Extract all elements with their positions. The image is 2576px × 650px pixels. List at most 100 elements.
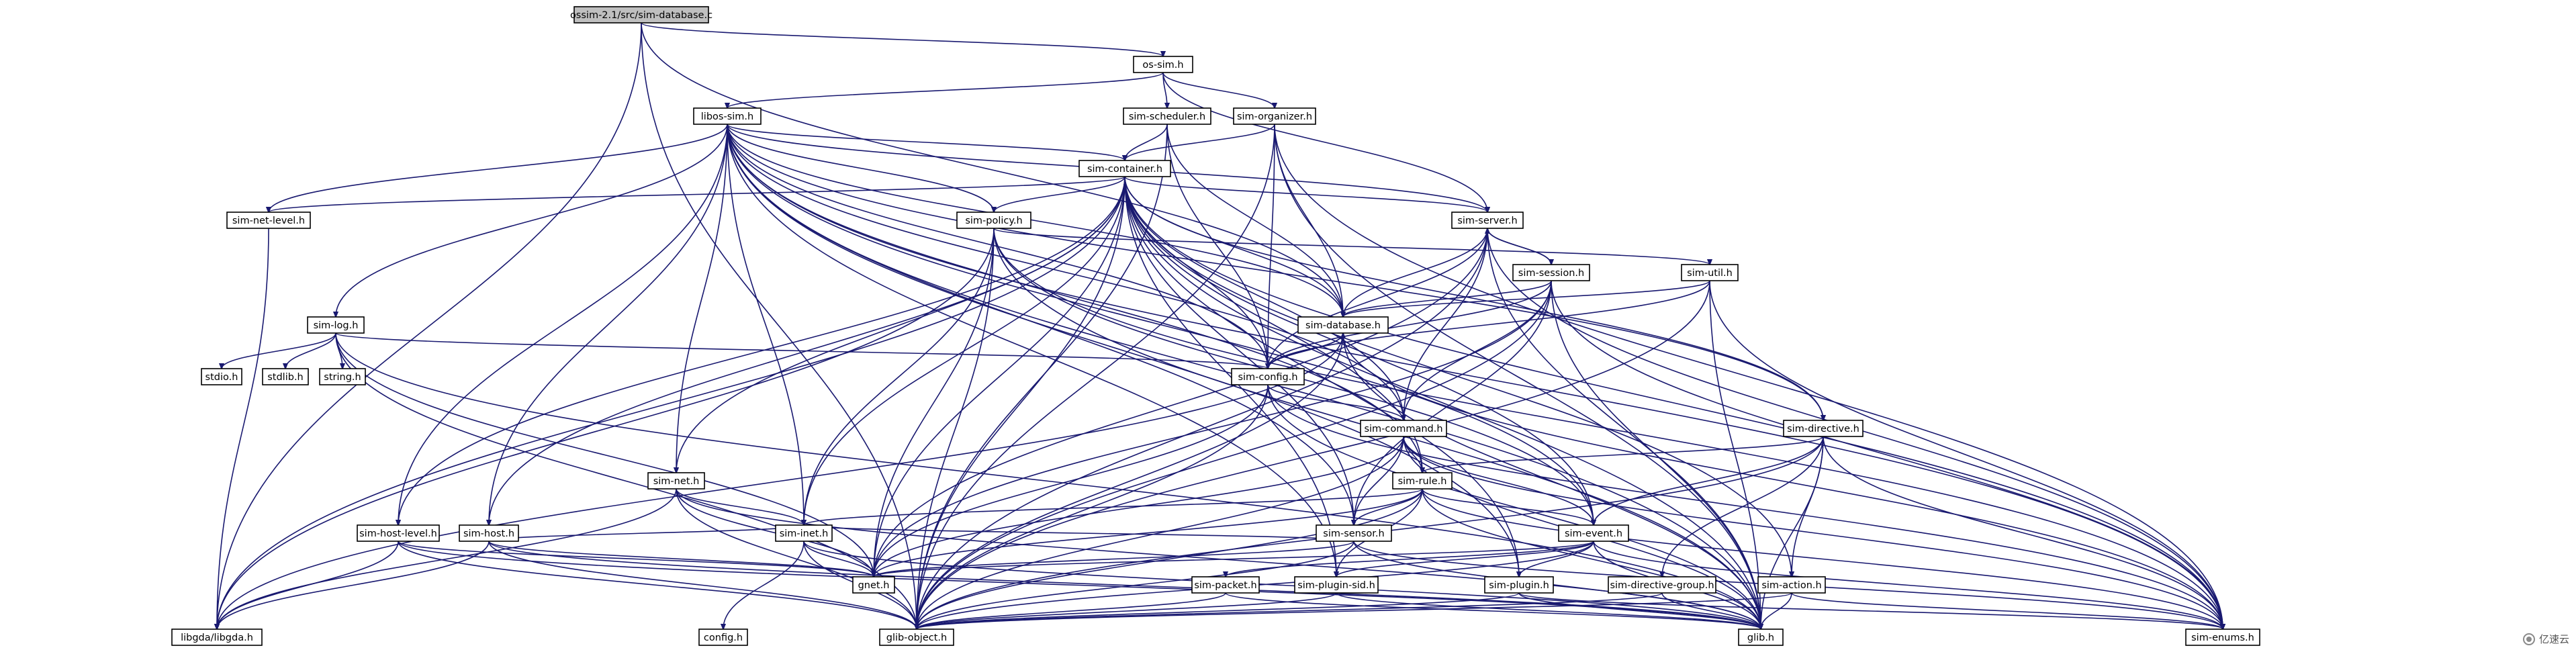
- node-log[interactable]: sim-log.h: [307, 316, 365, 334]
- node-libgda-box: [171, 629, 263, 646]
- edge-container-to-gnet: [874, 176, 1125, 577]
- node-stdio-box: [201, 368, 242, 385]
- edge-libossim-to-database: [727, 124, 1343, 317]
- edge-config-to-command: [1267, 384, 1404, 420]
- dependency-edges: [217, 22, 2223, 629]
- node-sensor[interactable]: sim-sensor.h: [1316, 524, 1392, 542]
- edge-log-to-config: [335, 332, 1268, 369]
- edge-packet-to-glib: [1225, 592, 1761, 629]
- edge-net-to-inet: [676, 488, 804, 525]
- node-policy[interactable]: sim-policy.h: [956, 212, 1031, 229]
- edge-action-to-globject: [917, 592, 1792, 629]
- node-libossim-label: libos-sim.h: [701, 111, 753, 122]
- node-rule-label: sim-rule.h: [1398, 476, 1447, 487]
- node-organizer[interactable]: sim-organizer.h: [1233, 107, 1316, 125]
- node-session[interactable]: sim-session.h: [1512, 264, 1590, 281]
- node-dirgroup-box: [1608, 576, 1716, 594]
- node-pluginsid[interactable]: sim-plugin-sid.h: [1294, 576, 1379, 594]
- edge-libossim-to-rule: [727, 124, 1422, 473]
- node-container[interactable]: sim-container.h: [1078, 160, 1171, 177]
- node-string[interactable]: string.h: [319, 368, 366, 385]
- node-enums[interactable]: sim-enums.h: [2185, 629, 2260, 646]
- brand-logo-icon: [2522, 633, 2535, 645]
- node-container-box: [1078, 160, 1171, 177]
- edge-server-to-config: [1268, 228, 1488, 369]
- edge-libossim-to-enums: [727, 124, 2223, 629]
- node-command[interactable]: sim-command.h: [1360, 420, 1447, 437]
- node-configh[interactable]: config.h: [698, 629, 748, 646]
- node-command-box: [1360, 420, 1447, 437]
- node-glib[interactable]: glib.h: [1738, 629, 1784, 646]
- node-config[interactable]: sim-config.h: [1231, 368, 1305, 385]
- edge-pluginsid-to-globject: [917, 592, 1337, 629]
- node-command-label: sim-command.h: [1364, 424, 1442, 434]
- edge-net-to-libgda: [217, 488, 677, 629]
- node-event-label: sim-event.h: [1565, 528, 1622, 539]
- node-hostlevel-box: [357, 524, 440, 542]
- node-gnet[interactable]: gnet.h: [852, 576, 895, 594]
- edge-organizer-to-database: [1274, 124, 1343, 317]
- node-plugin[interactable]: sim-plugin.h: [1484, 576, 1554, 594]
- node-policy-box: [956, 212, 1031, 229]
- node-stdlib-label: stdlib.h: [267, 372, 304, 383]
- edge-organizer-to-container: [1125, 124, 1275, 160]
- node-event[interactable]: sim-event.h: [1558, 524, 1629, 542]
- node-directive[interactable]: sim-directive.h: [1783, 420, 1864, 437]
- node-pluginsid-label: sim-plugin-sid.h: [1297, 580, 1375, 591]
- node-libossim[interactable]: libos-sim.h: [693, 107, 762, 125]
- node-stdlib-box: [262, 368, 309, 385]
- node-stdio[interactable]: stdio.h: [201, 368, 242, 385]
- edge-plugin-to-globject: [917, 592, 1520, 629]
- node-glib-label: glib.h: [1747, 633, 1774, 643]
- node-hostlevel[interactable]: sim-host-level.h: [357, 524, 440, 542]
- edge-hostlevel-to-gnet: [398, 541, 874, 577]
- edge-directive-to-dirgroup: [1662, 436, 1824, 577]
- node-action[interactable]: sim-action.h: [1757, 576, 1826, 594]
- node-hostlevel-label: sim-host-level.h: [359, 528, 437, 539]
- watermark: 亿速云: [2522, 632, 2569, 646]
- edge-session-to-sensor: [1354, 280, 1552, 525]
- node-server[interactable]: sim-server.h: [1451, 212, 1524, 229]
- edge-session-to-server: [1487, 228, 1552, 265]
- node-ossim[interactable]: os-sim.h: [1133, 56, 1193, 73]
- edge-util-to-enums: [1709, 280, 2223, 629]
- node-configh-box: [698, 629, 748, 646]
- node-stdlib[interactable]: stdlib.h: [262, 368, 309, 385]
- node-host[interactable]: sim-host.h: [459, 524, 519, 542]
- node-util[interactable]: sim-util.h: [1681, 264, 1739, 281]
- edge-plugin-to-glib: [1518, 592, 1761, 629]
- edge-session-to-gnet: [874, 280, 1552, 577]
- node-database-box: [1297, 316, 1389, 334]
- edge-scheduler-to-database: [1166, 124, 1343, 317]
- node-globject[interactable]: glib-object.h: [879, 629, 954, 646]
- edge-hostlevel-to-glib: [398, 541, 1761, 629]
- node-inet[interactable]: sim-inet.h: [775, 524, 833, 542]
- node-rule[interactable]: sim-rule.h: [1392, 472, 1453, 490]
- node-root[interactable]: ossim-2.1/src/sim-database.c: [570, 6, 712, 24]
- node-scheduler[interactable]: sim-scheduler.h: [1123, 107, 1211, 125]
- node-stdio-label: stdio.h: [205, 372, 238, 383]
- node-gnet-label: gnet.h: [858, 580, 890, 591]
- node-scheduler-box: [1123, 107, 1211, 125]
- node-netlevel[interactable]: sim-net-level.h: [226, 212, 311, 229]
- edge-directive-to-action: [1792, 436, 1824, 577]
- node-packet[interactable]: sim-packet.h: [1191, 576, 1260, 594]
- node-net-box: [647, 472, 705, 490]
- node-container-label: sim-container.h: [1087, 164, 1162, 175]
- node-util-label: sim-util.h: [1687, 268, 1733, 279]
- edge-root-to-libgda: [217, 22, 642, 629]
- node-sensor-label: sim-sensor.h: [1323, 528, 1384, 539]
- edge-host-to-globject: [488, 541, 917, 629]
- edge-libossim-to-pluginsid: [727, 124, 1336, 577]
- node-libgda[interactable]: libgda/libgda.h: [171, 629, 263, 646]
- edge-log-to-globject: [335, 332, 917, 629]
- node-dirgroup[interactable]: sim-directive-group.h: [1608, 576, 1716, 594]
- node-database[interactable]: sim-database.h: [1297, 316, 1389, 334]
- node-sensor-box: [1316, 524, 1392, 542]
- node-net[interactable]: sim-net.h: [647, 472, 705, 490]
- edge-inet-to-configh: [723, 541, 804, 629]
- node-host-box: [459, 524, 519, 542]
- edge-session-to-config: [1268, 280, 1552, 369]
- edge-rule-to-globject: [917, 488, 1423, 629]
